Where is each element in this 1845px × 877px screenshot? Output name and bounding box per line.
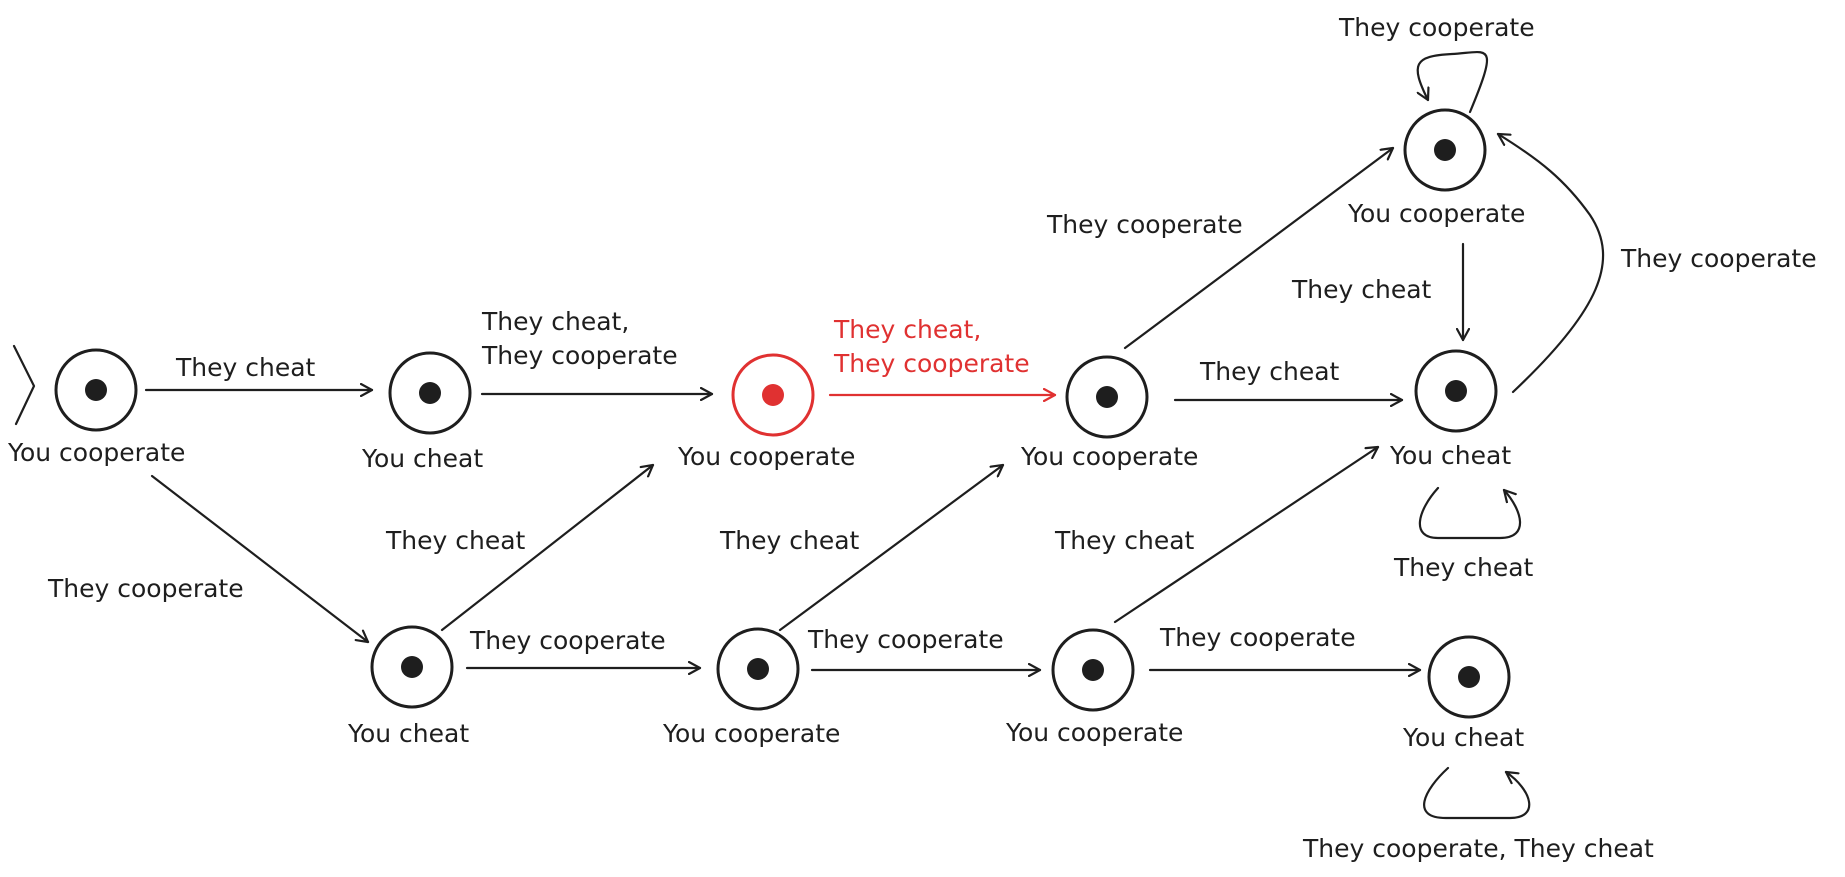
edge-label: They cheat: [175, 353, 316, 382]
edge-label-line2: They cooperate: [481, 341, 678, 370]
edge-n6-n2: They cheat: [385, 463, 655, 632]
edge-n4-n4: They cheat: [1393, 486, 1534, 582]
edge-label-line1: They cheat,: [833, 315, 981, 344]
node-label: You cooperate: [1005, 718, 1183, 747]
state-node-highlighted: You cooperate: [677, 353, 855, 471]
state-node: You cooperate: [1020, 355, 1198, 471]
edge-label: They cooperate: [469, 626, 666, 655]
node-label: You cheat: [361, 444, 483, 473]
state-node: You cheat: [1389, 349, 1511, 470]
edge-n7-n3: They cheat: [719, 463, 1005, 632]
edge-n6-n7: They cooperate: [465, 626, 702, 668]
edge-label: They cheat: [1393, 553, 1534, 582]
edge-label: They cooperate: [1620, 244, 1817, 273]
edge-label-line2: They cooperate: [833, 349, 1030, 378]
edge-label: They cheat: [1199, 357, 1340, 386]
state-node: You cooperate: [662, 627, 840, 748]
edge-label: They cheat: [385, 526, 526, 555]
node-label: You cooperate: [662, 719, 840, 748]
edge-n7-n8: They cooperate: [807, 625, 1042, 670]
edge-label: They cooperate: [1046, 210, 1243, 239]
edge-n0-n6: They cooperate: [47, 474, 370, 644]
edge-n3-n5: They cooperate: [1046, 146, 1395, 350]
node-label: You cooperate: [1347, 199, 1525, 228]
state-node: You cheat: [361, 351, 483, 473]
edge-n3-n4: They cheat: [1173, 357, 1404, 400]
state-node: You cooperate: [1005, 628, 1183, 747]
start-arrow-icon: [12, 344, 36, 426]
edge-n2-n3: They cheat, They cooperate: [828, 315, 1057, 395]
edge-label: They cheat: [1054, 526, 1195, 555]
edge-label: They cheat: [1291, 275, 1432, 304]
node-label: You cheat: [1389, 441, 1511, 470]
edge-label: They cheat: [719, 526, 860, 555]
edge-n1-n2: They cheat, They cooperate: [480, 307, 714, 394]
state-node: You cheat: [347, 625, 469, 748]
node-label: You cooperate: [7, 438, 185, 467]
edge-n8-n9: They cooperate: [1148, 623, 1422, 670]
node-label: You cooperate: [677, 442, 855, 471]
state-node: You cooperate: [7, 348, 185, 467]
edge-n8-n4: They cheat: [1054, 445, 1380, 624]
edge-label: They cooperate: [1338, 13, 1535, 42]
edge-n4-n5: They cooperate: [1496, 132, 1817, 394]
edge-label: They cooperate, They cheat: [1302, 834, 1654, 863]
edge-label: They cooperate: [47, 574, 244, 603]
node-label: You cheat: [347, 719, 469, 748]
edge-n9-n9: They cooperate, They cheat: [1302, 766, 1654, 863]
edge-label: They cooperate: [807, 625, 1004, 654]
node-label: You cooperate: [1020, 442, 1198, 471]
edge-label: They cooperate: [1159, 623, 1356, 652]
edge-n0-n1: They cheat: [144, 353, 374, 390]
edge-n5-n5: They cooperate: [1338, 13, 1535, 114]
edge-label-line1: They cheat,: [481, 307, 629, 336]
state-node: You cheat: [1402, 635, 1524, 752]
state-node: You cooperate: [1347, 108, 1525, 228]
node-label: You cheat: [1402, 723, 1524, 752]
edge-n5-n4: They cheat: [1291, 242, 1463, 342]
